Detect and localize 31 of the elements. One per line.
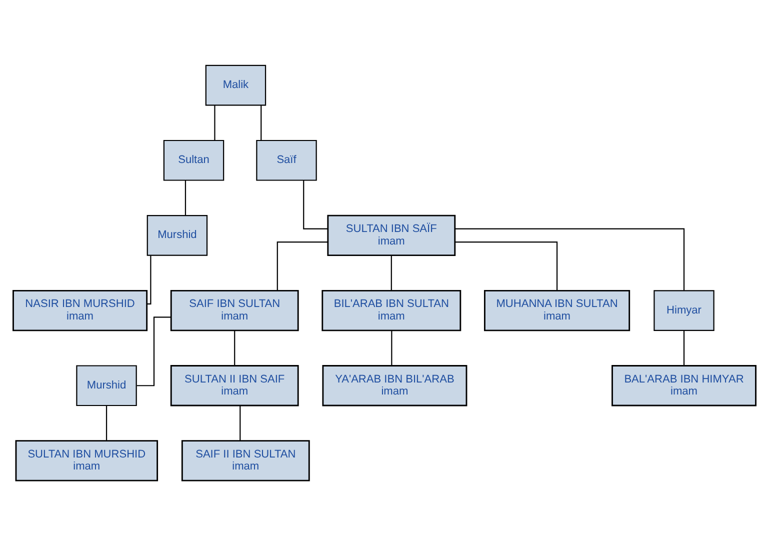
- node-box: BIL'ARAB IBN SULTAN imam: [322, 290, 462, 332]
- node-box: NASIR IBN MURSHID imam: [12, 290, 148, 332]
- connector: [260, 105, 262, 140]
- connector: [106, 406, 108, 441]
- connector: [234, 330, 236, 366]
- node-box: SULTAN IBN SAÏF imam: [327, 214, 456, 256]
- connector: [136, 316, 172, 386]
- node-box: Murshid: [146, 215, 208, 256]
- connector: [276, 242, 328, 290]
- node-box: Himyar: [654, 290, 714, 331]
- connector: [683, 330, 685, 366]
- connector: [454, 228, 685, 290]
- connector: [214, 105, 216, 140]
- connector: [303, 180, 328, 230]
- connector: [454, 242, 558, 290]
- node-box: YA'ARAB IBN BIL'ARAB imam: [322, 365, 468, 406]
- connector: [390, 256, 392, 290]
- node-box: BAL'ARAB IBN HIMYAR imam: [612, 365, 756, 406]
- node-box: SULTAN II IBN SAIF imam: [170, 365, 299, 406]
- node-box: SULTAN IBN MURSHID imam: [15, 440, 158, 482]
- connector: [391, 330, 392, 366]
- node-box: Sultan: [163, 140, 224, 181]
- node-box: Murshid: [76, 365, 137, 406]
- connector: [240, 406, 241, 441]
- node-box: SAIF IBN SULTAN imam: [170, 290, 299, 332]
- connector: [184, 180, 186, 216]
- connector: [146, 256, 152, 304]
- node-box: Malik: [205, 64, 266, 106]
- node-box: SAIF II IBN SULTAN imam: [181, 440, 310, 482]
- node-box: Saïf: [256, 140, 317, 181]
- node-box: MUHANNA IBN SULTAN imam: [484, 290, 630, 332]
